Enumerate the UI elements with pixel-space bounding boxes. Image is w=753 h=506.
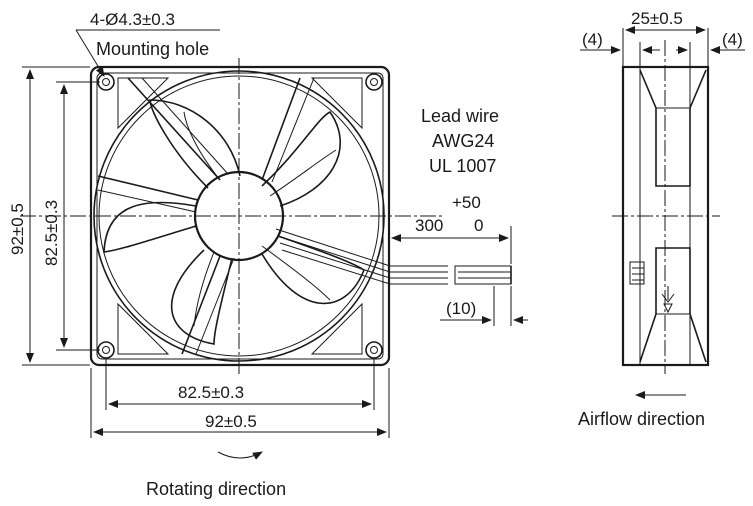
mounting-hole-dim: 4-Ø4.3±0.3: [90, 10, 175, 29]
mounting-hole-label: Mounting hole: [96, 39, 209, 59]
fan-front-view: [20, 58, 512, 374]
lead-length-value: 300: [415, 216, 443, 235]
mounting-hole-top-left: [97, 73, 115, 91]
lead-wire-title: Lead wire: [421, 106, 499, 126]
lead-length-tol-minus: 0: [474, 216, 483, 235]
height-overall-dim: 92±0.5: [8, 203, 27, 255]
lead-wire-gauge: AWG24: [432, 131, 494, 151]
airflow-label: Airflow direction: [578, 409, 705, 429]
lead-wire-standard: UL 1007: [429, 156, 496, 176]
rotating-direction-arrow: [217, 451, 263, 460]
side-view-dimensions: 25±0.5 (4) (4) Airflow direction: [578, 9, 745, 429]
mounting-hole-bottom-left: [97, 341, 115, 359]
height-pitch-dim: 82.5±0.3: [42, 200, 61, 266]
rotating-direction-label: Rotating direction: [146, 479, 286, 499]
width-overall-dim: 92±0.5: [205, 412, 257, 431]
fan-side-view: [612, 40, 720, 374]
mounting-hole-top-right: [365, 73, 383, 91]
lead-length-tol-plus: +50: [452, 193, 481, 212]
strip-length-dim: (10): [446, 299, 476, 318]
flange-left-dim: (4): [582, 30, 603, 49]
lead-wire-annotations: Lead wire AWG24 UL 1007 +50 300 0 (10): [391, 106, 528, 326]
width-pitch-dim: 82.5±0.3: [178, 383, 244, 402]
mounting-hole-bottom-right: [365, 341, 383, 359]
depth-dim: 25±0.5: [631, 9, 683, 28]
lead-wire-bundle: [275, 228, 512, 285]
front-view-dimensions: 4-Ø4.3±0.3 Mounting hole 92±0.5 82.5±0.3…: [8, 10, 390, 499]
flange-right-dim: (4): [722, 30, 743, 49]
fan-blades: [103, 99, 365, 345]
